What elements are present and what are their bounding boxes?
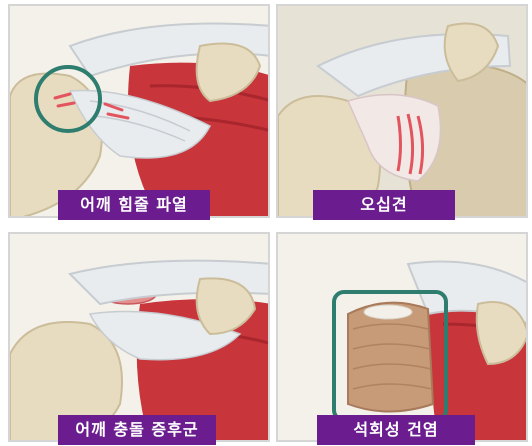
impingement-illustration [10, 234, 270, 442]
rotator-cuff-tear-illustration [10, 6, 270, 218]
panel-label-frozen-shoulder: 오십견 [313, 190, 455, 220]
panel-label-calcific-tendinitis: 석회성 건염 [317, 415, 475, 445]
panel-impingement-syndrome [8, 232, 270, 442]
panel-label-rotator-cuff-tear: 어깨 힘줄 파열 [58, 190, 210, 220]
panel-frozen-shoulder [276, 4, 528, 218]
panel-calcific-tendinitis [276, 232, 528, 442]
calcific-tendinitis-illustration [278, 234, 528, 442]
frozen-shoulder-illustration [278, 6, 528, 218]
panel-rotator-cuff-tear [8, 4, 270, 218]
panel-label-impingement-syndrome: 어깨 충돌 증후군 [58, 415, 216, 445]
